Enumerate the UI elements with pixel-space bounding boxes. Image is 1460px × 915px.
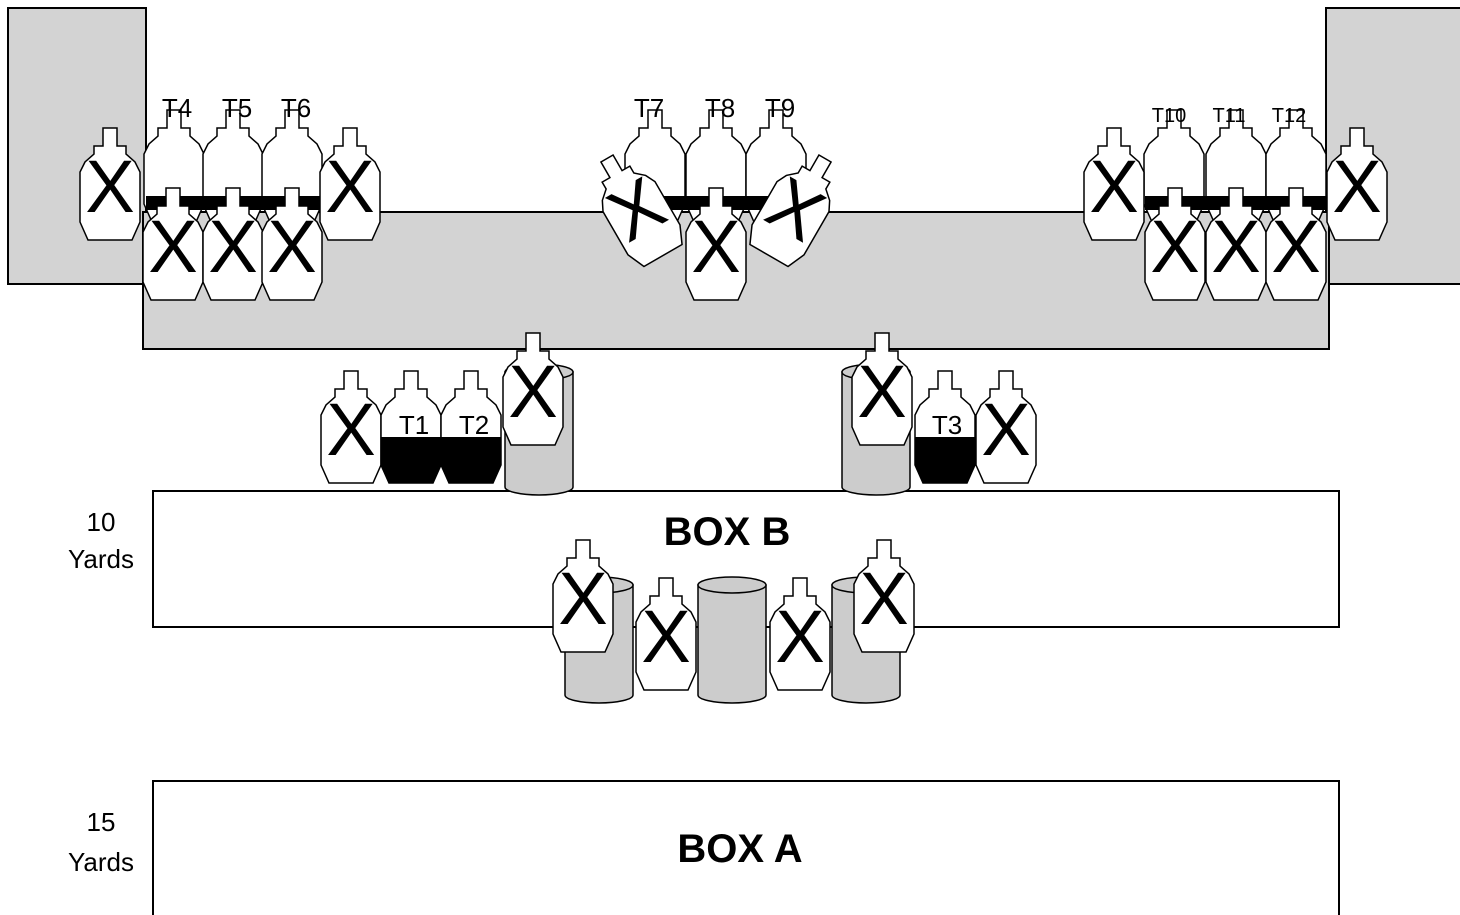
no-shoot-front-right: X: [975, 370, 1037, 484]
no-shoot-left-1: X: [142, 187, 204, 301]
no-shoot-x: X: [691, 205, 740, 288]
box-a-distance-value: 15: [87, 807, 116, 837]
no-shoot-x: X: [208, 205, 257, 288]
no-shoot-left-outer-2: X: [319, 127, 381, 241]
target-label-t7: T7: [634, 93, 664, 123]
no-shoot-left-2: X: [202, 187, 264, 301]
no-shoot-x: X: [857, 350, 906, 433]
target-label-t3: T3: [932, 410, 962, 440]
target-label-t8: T8: [705, 93, 735, 123]
no-shoot-x: X: [859, 557, 908, 640]
no-shoot-x: X: [1150, 205, 1199, 288]
no-shoot-x: X: [148, 205, 197, 288]
no-shoot-x: X: [981, 388, 1030, 471]
no-shoot-right-outer: X: [1083, 127, 1145, 241]
no-shoot-right-3: X: [1265, 187, 1327, 301]
no-shoot-x: X: [326, 388, 375, 471]
no-shoot-x: X: [1271, 205, 1320, 288]
no-shoot-box-right: X: [769, 577, 831, 691]
box-a-distance-unit: Yards: [68, 847, 134, 877]
no-shoot-x: X: [558, 557, 607, 640]
no-shoot-x: X: [85, 145, 134, 228]
no-shoot-front-left-barrel: X: [502, 332, 564, 446]
target-label-t2: T2: [459, 410, 489, 440]
no-shoot-x: X: [1089, 145, 1138, 228]
box-b-distance-unit: Yards: [68, 544, 134, 574]
target-t2: [440, 370, 502, 484]
no-shoot-x: X: [1332, 145, 1381, 228]
target-t3: [914, 370, 976, 484]
box-a-label: BOX A: [677, 827, 802, 871]
no-shoot-front-right-barrel: X: [851, 332, 913, 446]
target-label-t9: T9: [765, 93, 795, 123]
labels: T4 T5 T6 T7 T8 T9 T10 T11 T12 T1 T2 T3 B…: [68, 93, 1306, 877]
no-shoot-x: X: [775, 595, 824, 678]
no-shoot-x: X: [267, 205, 316, 288]
target-label-t12: T12: [1272, 105, 1306, 127]
no-shoot-box-right-barrel: X: [853, 539, 915, 653]
target-label-t1: T1: [399, 410, 429, 440]
no-shoot-box-left: X: [635, 577, 697, 691]
box-b-distance-value: 10: [87, 507, 116, 537]
box-b-label: BOX B: [664, 510, 791, 554]
box-a: [152, 780, 1340, 915]
barrel-box-center: [697, 576, 767, 704]
target-t1: [380, 370, 442, 484]
no-shoot-front-left-1: X: [320, 370, 382, 484]
no-shoot-center-middle: X: [685, 187, 747, 301]
no-shoot-x: X: [325, 145, 374, 228]
target-label-t5: T5: [222, 93, 252, 123]
no-shoot-box-left-barrel: X: [552, 539, 614, 653]
no-shoot-right-outer-2: X: [1326, 127, 1388, 241]
target-label-t6: T6: [281, 93, 311, 123]
target-label-t4: T4: [162, 93, 192, 123]
no-shoot-x: X: [641, 595, 690, 678]
no-shoot-x: X: [508, 350, 557, 433]
no-shoot-x: X: [1211, 205, 1260, 288]
no-shoot-left-3: X: [261, 187, 323, 301]
target-label-t10: T10: [1152, 105, 1186, 127]
no-shoot-right-1: X: [1144, 187, 1206, 301]
no-shoot-left-outer: X: [79, 127, 141, 241]
no-shoot-right-2: X: [1205, 187, 1267, 301]
target-label-t11: T11: [1213, 105, 1246, 127]
